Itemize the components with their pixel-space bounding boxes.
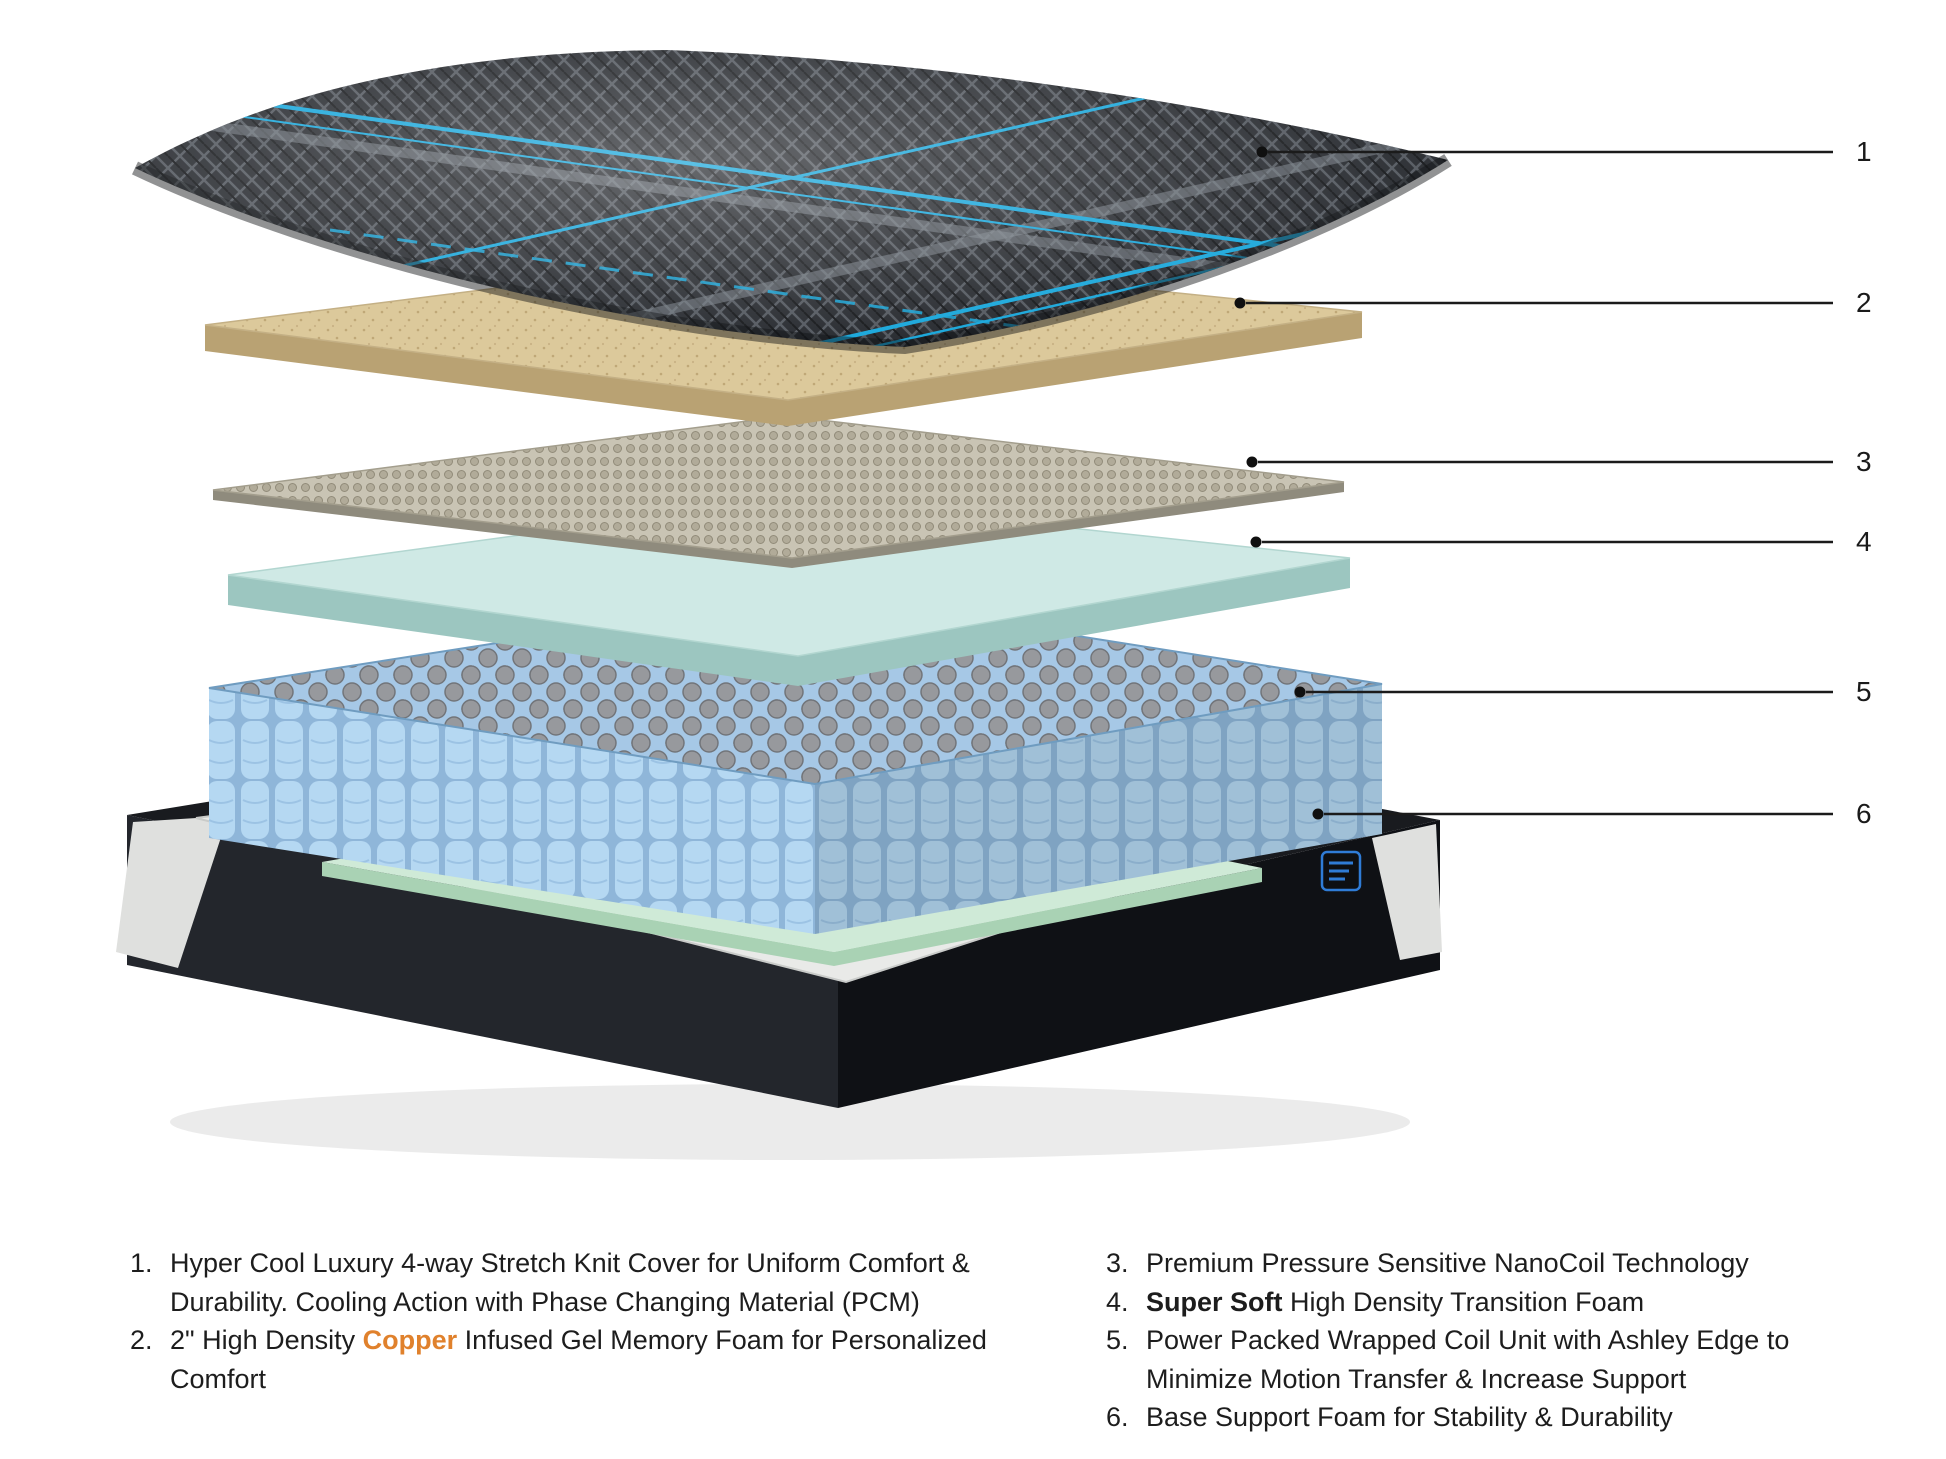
- coil-left-face: [209, 688, 815, 934]
- legend-item-number: 1.: [130, 1248, 153, 1278]
- legend-item-text: Premium Pressure Sensitive NanoCoil Tech…: [1146, 1248, 1749, 1278]
- callout-number-5: 5: [1856, 676, 1872, 707]
- legend-item-number: 2.: [130, 1325, 153, 1356]
- memory-foam-side: [205, 312, 1362, 426]
- legend-item-number: 4.: [1106, 1286, 1129, 1317]
- legend-item-text: Power Packed Wrapped Coil Unit with Ashl…: [1146, 1325, 1790, 1394]
- nanocoil-layer: [212, 415, 1345, 568]
- nanocoil-side: [213, 482, 1344, 568]
- base-foam-side: [322, 862, 1262, 966]
- legend-item-number: 5.: [1106, 1325, 1129, 1356]
- callouts: 1 2 3 4 5: [1234, 136, 1872, 829]
- legend-item-number: 6.: [1106, 1402, 1129, 1433]
- legend-item-1: 1. Hyper Cool Luxury 4-way Stretch Knit C…: [130, 1244, 1048, 1321]
- legend-item-4: 4. Super Soft High Density Transition Foa…: [1106, 1283, 1866, 1322]
- legend-item-2: 2. 2" High Density Copper Infused Gel Mem…: [130, 1321, 1048, 1398]
- callout-2: 2: [1234, 287, 1872, 318]
- callout-number-4: 4: [1856, 526, 1872, 557]
- legend-item-text: 2" High Density Copper Infused Gel Memor…: [170, 1325, 987, 1394]
- legend-item-text: Base Support Foam for Stability & Durabi…: [1146, 1402, 1673, 1433]
- callout-dot-4: [1250, 536, 1262, 548]
- callout-dot-5: [1294, 686, 1306, 698]
- cover-layer: [131, 50, 1452, 355]
- base-trim-left: [116, 816, 228, 968]
- callout-1: 1: [1256, 136, 1872, 167]
- legend-item-text: Super Soft High Density Transition Foam: [1146, 1286, 1645, 1317]
- legend-item-6: 6. Base Support Foam for Stability & Dura…: [1106, 1398, 1866, 1437]
- legend-column-right: 3. Premium Pressure Sensitive NanoCoil Te…: [1106, 1244, 1866, 1437]
- legend-column-left: 1. Hyper Cool Luxury 4-way Stretch Knit C…: [130, 1244, 1048, 1398]
- base-right-face: [838, 820, 1440, 1108]
- legend-item-text: Hyper Cool Luxury 4-way Stretch Knit Cov…: [170, 1248, 970, 1317]
- callout-number-6: 6: [1856, 798, 1872, 829]
- callout-number-1: 1: [1856, 136, 1872, 167]
- transition-foam-side: [228, 558, 1350, 686]
- legend-item-number: 3.: [1106, 1248, 1129, 1278]
- callout-number-2: 2: [1856, 287, 1872, 318]
- callout-dot-6: [1312, 808, 1324, 820]
- callout-dot-2: [1234, 297, 1246, 309]
- legend: 1. Hyper Cool Luxury 4-way Stretch Knit C…: [130, 1244, 1866, 1437]
- legend-item-5: 5. Power Packed Wrapped Coil Unit with As…: [1106, 1321, 1866, 1398]
- ground-shadow: [170, 1084, 1410, 1160]
- coil-right-face: [815, 684, 1382, 934]
- callout-dot-3: [1246, 456, 1258, 468]
- callout-6: 6: [1312, 798, 1872, 829]
- coil-layer: [208, 592, 1383, 934]
- nanocoil-top: [212, 415, 1345, 559]
- base-left-face: [127, 815, 838, 1108]
- callout-dot-1: [1256, 146, 1268, 158]
- coil-right-face-shade: [815, 684, 1382, 934]
- callout-4: 4: [1250, 526, 1872, 557]
- base-trim-right: [1372, 824, 1442, 960]
- callout-number-3: 3: [1856, 446, 1872, 477]
- callout-3: 3: [1246, 446, 1872, 477]
- brand-emblem: [1320, 850, 1362, 892]
- cover-sheen: [135, 50, 1448, 347]
- legend-item-3: 3. Premium Pressure Sensitive NanoCoil Te…: [1106, 1244, 1866, 1283]
- callout-5: 5: [1294, 676, 1872, 707]
